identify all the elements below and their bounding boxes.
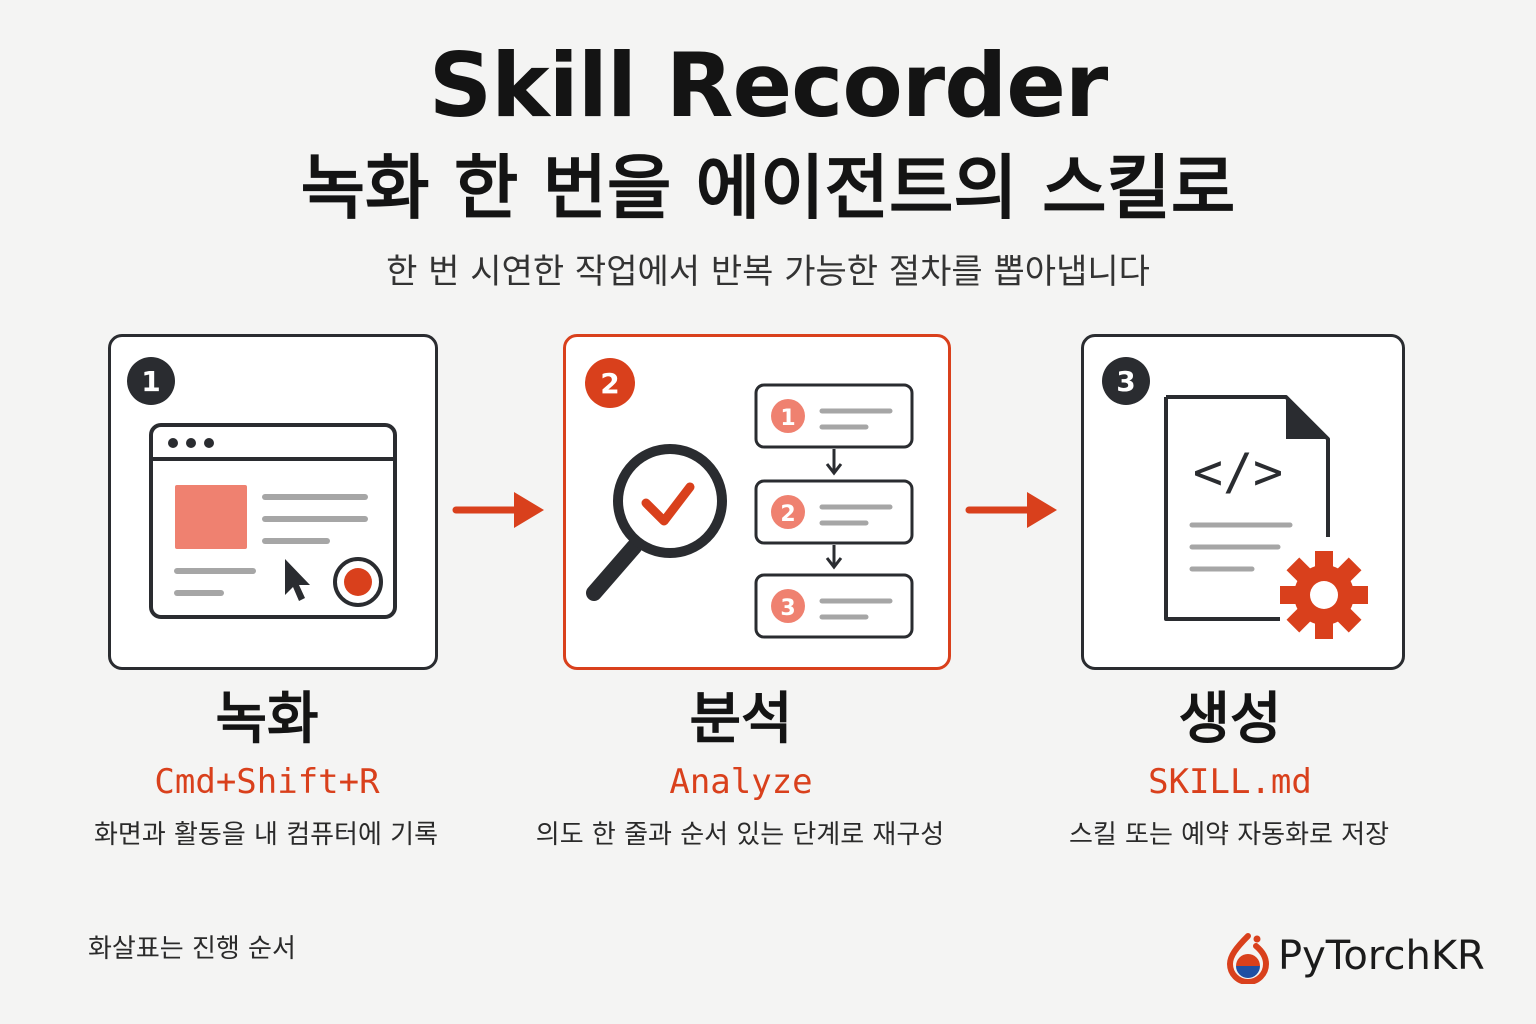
magnifier-handle [586, 539, 642, 601]
step-desc-record: 화면과 활동을 내 컴퓨터에 기록 [93, 820, 439, 850]
browser-window-record-icon: 1 [127, 357, 397, 619]
step-card-generate: 3 </> [1081, 334, 1405, 670]
arrow-right-icon [452, 492, 544, 528]
arrow-right-icon [965, 492, 1057, 528]
step-number-3: 3 [1116, 365, 1135, 398]
step-badge-1 [127, 357, 175, 405]
footnote: 화살표는 진행 순서 [88, 934, 296, 964]
step-desc-analyze: 의도 한 줄과 순서 있는 단계로 재구성 [535, 820, 945, 850]
gear-icon [1280, 551, 1368, 639]
step-name-generate: 생성 [1178, 687, 1282, 752]
page-title: Skill Recorder [428, 34, 1109, 137]
step-desc-generate: 스킬 또는 예약 자동화로 저장 [1068, 820, 1390, 850]
check-icon [641, 482, 695, 526]
cursor-icon [285, 559, 310, 601]
substep-number-1: 1 [780, 406, 795, 431]
step-card-analyze: 2 1 2 3 [563, 334, 951, 670]
step-badge-3 [1102, 357, 1150, 405]
step-code-record: Cmd+Shift+R [154, 762, 380, 802]
substep-number-2: 2 [780, 502, 795, 527]
step-code-analyze: Analyze [669, 762, 813, 802]
step-code-generate: SKILL.md [1148, 762, 1312, 802]
substep-list: 1 2 3 [754, 383, 914, 639]
pytorchkr-flame-icon [1226, 933, 1270, 984]
step-name-analyze: 분석 [689, 687, 793, 752]
step-number-2: 2 [600, 367, 619, 400]
step-card-record: 1 [108, 334, 438, 670]
step-name-record: 녹화 [215, 687, 319, 752]
step-number-1: 1 [141, 365, 160, 398]
brand-logo: PyTorchKR [1226, 928, 1485, 984]
substep-number-3: 3 [780, 596, 795, 621]
step-badge-2 [585, 358, 635, 408]
code-glyph: </> [1193, 443, 1283, 501]
page-tagline: 한 번 시연한 작업에서 반복 가능한 절차를 뽑아냅니다 [386, 252, 1150, 292]
magnifier-check-icon: 2 1 2 3 [585, 358, 914, 639]
page-subtitle: 녹화 한 번을 에이전트의 스킬로 [300, 147, 1236, 229]
code-file-gear-icon: 3 </> [1102, 357, 1368, 639]
brand-name: PyTorchKR [1278, 933, 1485, 979]
magnifier-lens [613, 444, 727, 558]
